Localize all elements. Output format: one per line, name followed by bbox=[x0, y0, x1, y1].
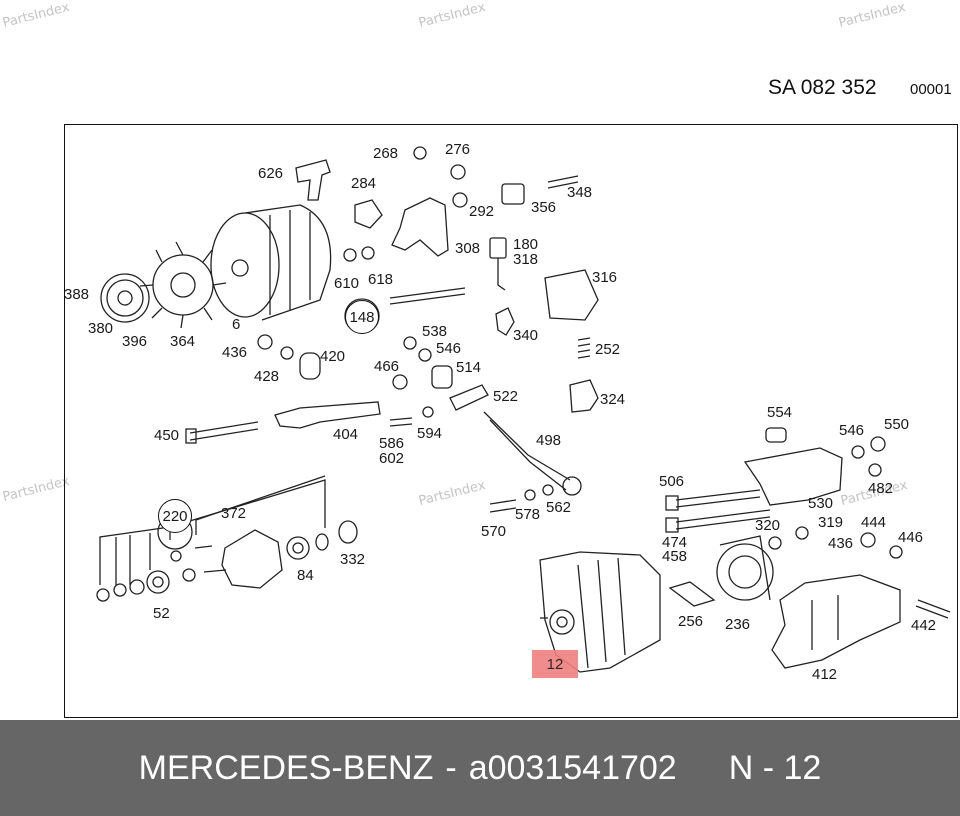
diagram-position: N - 12 bbox=[728, 748, 822, 787]
callout-220: 220 bbox=[158, 499, 192, 533]
callout-372: 372 bbox=[221, 505, 247, 522]
callout-348: 348 bbox=[567, 184, 593, 201]
highlighted-part-callout[interactable]: 12 bbox=[532, 650, 578, 678]
callout-530: 530 bbox=[808, 495, 834, 512]
callout-458: 458 bbox=[662, 548, 688, 565]
callout-474: 474 bbox=[662, 534, 688, 551]
callout-522: 522 bbox=[493, 388, 519, 405]
parts-diagram-drawing bbox=[96, 146, 951, 673]
callout-84: 84 bbox=[297, 567, 314, 584]
callout-340: 340 bbox=[513, 327, 539, 344]
callout-180: 180 bbox=[513, 236, 539, 253]
page-reference: 00001 bbox=[910, 81, 952, 98]
callout-319: 319 bbox=[818, 514, 844, 531]
callout-446: 446 bbox=[898, 529, 924, 546]
callout-546: 546 bbox=[436, 340, 462, 357]
callout-268: 268 bbox=[373, 145, 399, 162]
callout-554: 554 bbox=[767, 404, 793, 421]
callout-586: 586 bbox=[379, 435, 405, 452]
callout-626: 626 bbox=[258, 165, 284, 182]
callout-252: 252 bbox=[595, 341, 621, 358]
callout-396: 396 bbox=[122, 333, 148, 350]
callout-284: 284 bbox=[351, 175, 377, 192]
callout-546: 546 bbox=[839, 422, 865, 439]
callout-320: 320 bbox=[755, 517, 781, 534]
callout-498: 498 bbox=[536, 432, 562, 449]
callout-236: 236 bbox=[725, 616, 751, 633]
callout-356: 356 bbox=[531, 199, 557, 216]
callout-538: 538 bbox=[422, 323, 448, 340]
callout-412: 412 bbox=[812, 666, 838, 683]
callout-380: 380 bbox=[88, 320, 114, 337]
callout-442: 442 bbox=[911, 617, 937, 634]
callout-404: 404 bbox=[333, 426, 359, 443]
part-number: a0031541702 bbox=[468, 748, 677, 787]
part-number-separator: - bbox=[445, 748, 457, 787]
callout-602: 602 bbox=[379, 450, 405, 467]
callout-316: 316 bbox=[592, 269, 618, 286]
callout-550: 550 bbox=[884, 416, 910, 433]
callout-256: 256 bbox=[678, 613, 704, 630]
callout-420: 420 bbox=[320, 348, 346, 365]
callout-324: 324 bbox=[600, 391, 626, 408]
callout-388: 388 bbox=[64, 286, 90, 303]
callout-610: 610 bbox=[334, 275, 360, 292]
callout-594: 594 bbox=[417, 425, 443, 442]
callout-506: 506 bbox=[659, 473, 685, 490]
callout-436: 436 bbox=[828, 535, 854, 552]
callout-364: 364 bbox=[170, 333, 196, 350]
callout-52: 52 bbox=[153, 605, 170, 622]
callout-292: 292 bbox=[469, 203, 495, 220]
callout-578: 578 bbox=[515, 506, 541, 523]
callout-618: 618 bbox=[368, 271, 394, 288]
parts-diagram bbox=[64, 124, 958, 718]
callout-482: 482 bbox=[868, 480, 894, 497]
callout-148: 148 bbox=[345, 300, 379, 334]
brand-name: MERCEDES-BENZ bbox=[138, 748, 434, 787]
callout-428: 428 bbox=[254, 368, 280, 385]
callout-276: 276 bbox=[445, 141, 471, 158]
callout-562: 562 bbox=[546, 499, 572, 516]
callout-450: 450 bbox=[154, 427, 180, 444]
callout-570: 570 bbox=[481, 523, 507, 540]
diagram-code: SA 082 352 bbox=[768, 76, 877, 99]
callout-436: 436 bbox=[222, 344, 248, 361]
callout-318: 318 bbox=[513, 251, 539, 268]
callout-444: 444 bbox=[861, 514, 887, 531]
part-info-footer: MERCEDES-BENZ - a0031541702 N - 12 bbox=[0, 720, 960, 816]
callout-6: 6 bbox=[232, 316, 241, 333]
callout-332: 332 bbox=[340, 551, 366, 568]
callout-466: 466 bbox=[374, 358, 400, 375]
callout-308: 308 bbox=[455, 240, 481, 257]
callout-514: 514 bbox=[456, 359, 482, 376]
